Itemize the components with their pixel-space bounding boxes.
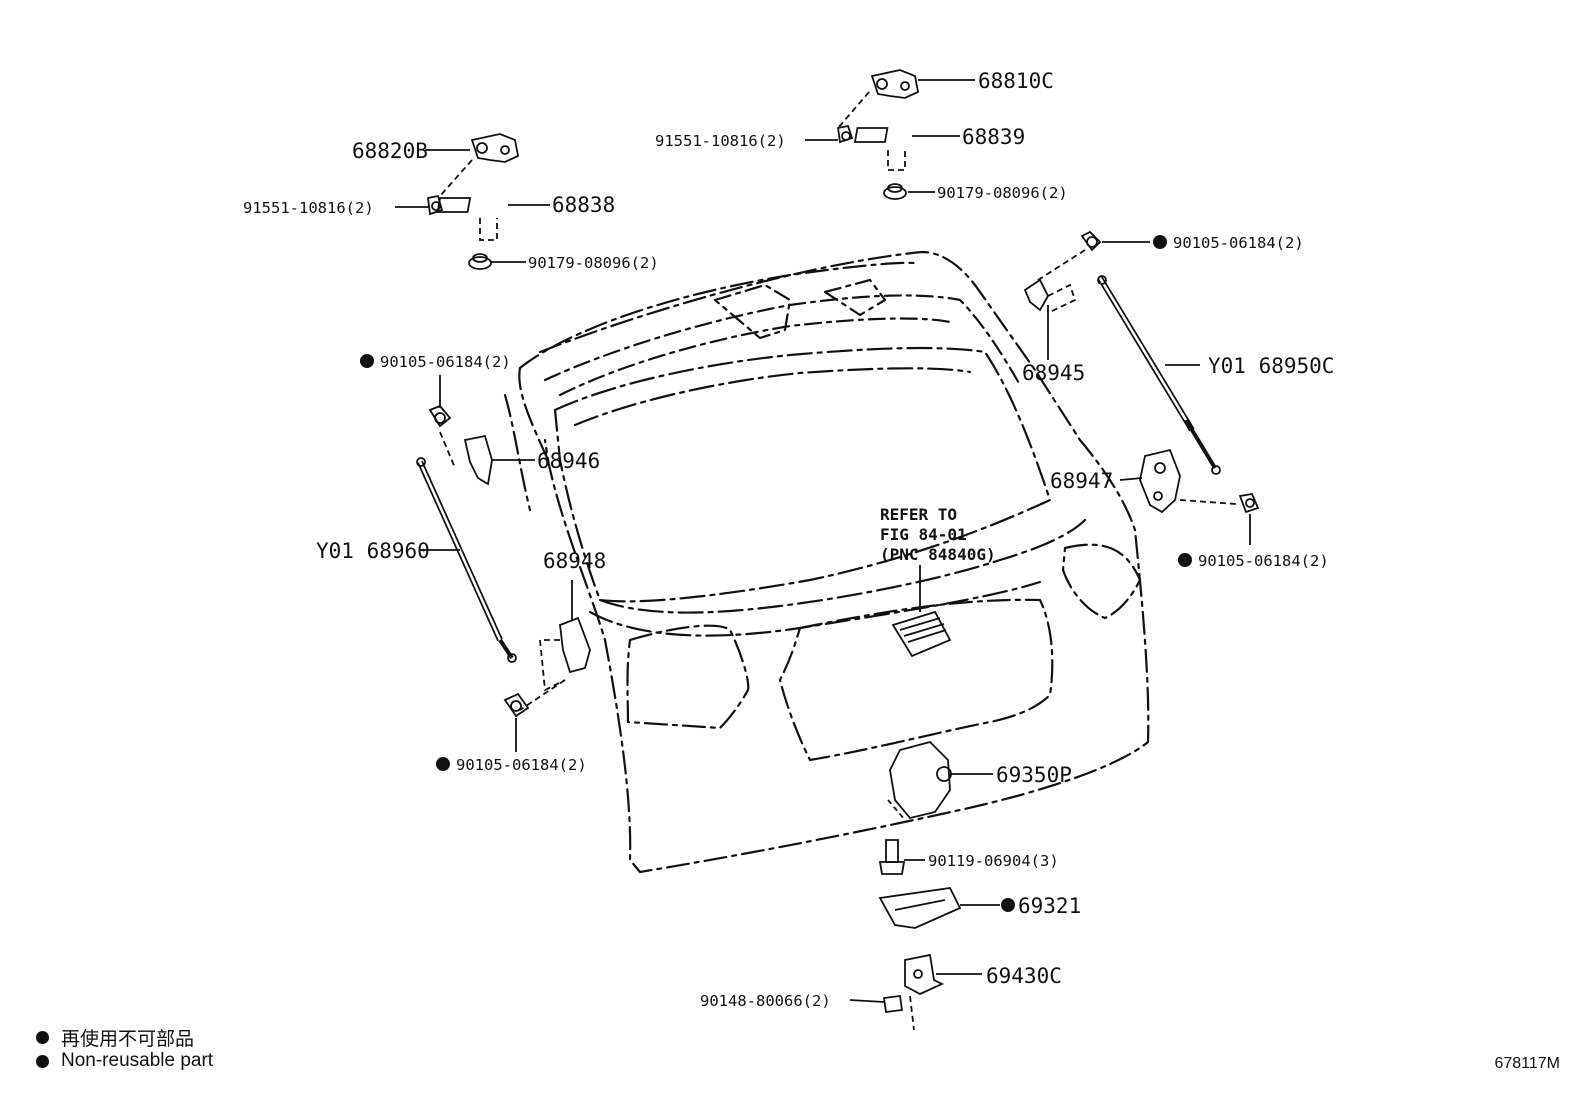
back-door-outline <box>503 250 1150 874</box>
hinge-68810C <box>870 69 920 99</box>
striker-69430C <box>904 953 945 996</box>
label-69430C: 69430C <box>986 964 1062 988</box>
label-91551-top: 91551-10816(2) <box>655 132 786 150</box>
strut-68950C <box>1097 275 1221 475</box>
non-reusable-dot <box>1178 553 1192 567</box>
leader-dash <box>837 91 870 129</box>
label-91551-left: 91551-10816(2) <box>243 199 374 217</box>
non-reusable-dot <box>1153 235 1167 249</box>
nut-90179-top <box>883 183 907 200</box>
label-90105-left: 90105-06184(2) <box>380 353 511 371</box>
label-90148: 90148-80066(2) <box>700 992 831 1010</box>
label-69350P: 69350P <box>996 763 1072 787</box>
lock-69350P <box>887 740 952 821</box>
label-68960: Y01 68960 <box>316 539 430 563</box>
legend-jp-text: 再使用不可部品 <box>61 1029 195 1050</box>
label-68946: 68946 <box>537 449 600 473</box>
bolt-91551-left <box>427 194 444 216</box>
non-reusable-markers <box>360 235 1192 912</box>
label-68947: 68947 <box>1050 469 1113 493</box>
nut-90179-left <box>468 253 492 270</box>
refer-line-2: FIG 84-01 <box>880 525 967 544</box>
label-68950C: Y01 68950C <box>1208 354 1334 378</box>
plate-68838 <box>436 197 472 213</box>
non-reusable-dot <box>1001 898 1015 912</box>
refer-line-1: REFER TO <box>880 505 957 524</box>
non-reusable-dot <box>436 757 450 771</box>
bracket-68945 <box>1023 278 1050 312</box>
label-90105-bottomleft: 90105-06184(2) <box>456 756 587 774</box>
legend-en: Non-reusable part <box>36 1050 213 1072</box>
legend-jp: 再使用不可部品 <box>36 1024 194 1051</box>
non-reusable-dot-icon <box>36 1031 49 1044</box>
label-68945: 68945 <box>1022 361 1085 385</box>
strut-68960 <box>416 457 517 663</box>
diagram-id: 678117M <box>1494 1055 1560 1072</box>
cover-69321 <box>878 887 962 929</box>
label-90119: 90119-06904(3) <box>928 852 1059 870</box>
label-68838: 68838 <box>552 193 615 217</box>
opener-switch-84840G <box>891 610 952 658</box>
bracket-68946 <box>463 434 493 486</box>
bolt-90105-bottomleft <box>503 692 530 718</box>
refer-line-3: (PNC 84840G) <box>880 545 996 564</box>
bolt-90105-right <box>1238 492 1260 514</box>
label-90105-topright: 90105-06184(2) <box>1173 234 1304 252</box>
bolt-90148 <box>882 994 904 1014</box>
non-reusable-dot-icon <box>36 1054 49 1068</box>
legend-en-text: Non-reusable part <box>61 1050 214 1071</box>
label-68810C: 68810C <box>978 69 1054 93</box>
bolt-90105-left <box>428 404 452 428</box>
non-reusable-dot <box>360 354 374 368</box>
plate-68839 <box>853 127 889 143</box>
label-90179-left: 90179-08096(2) <box>528 254 659 272</box>
bracket-68948 <box>559 616 591 674</box>
bolt-90105-topright <box>1080 230 1102 252</box>
bracket-68947 <box>1139 448 1181 514</box>
label-90179-top: 90179-08096(2) <box>937 184 1068 202</box>
parts <box>416 69 1260 1031</box>
bolt-90119 <box>878 839 906 875</box>
label-68948: 68948 <box>543 549 606 573</box>
label-68820B: 68820B <box>352 139 428 163</box>
label-68839: 68839 <box>962 125 1025 149</box>
label-69321: 69321 <box>1018 894 1081 918</box>
label-90105-right: 90105-06184(2) <box>1198 552 1329 570</box>
hinge-68820B <box>470 133 520 163</box>
leader-lines <box>395 79 1251 1003</box>
bolt-91551-top <box>836 124 854 144</box>
